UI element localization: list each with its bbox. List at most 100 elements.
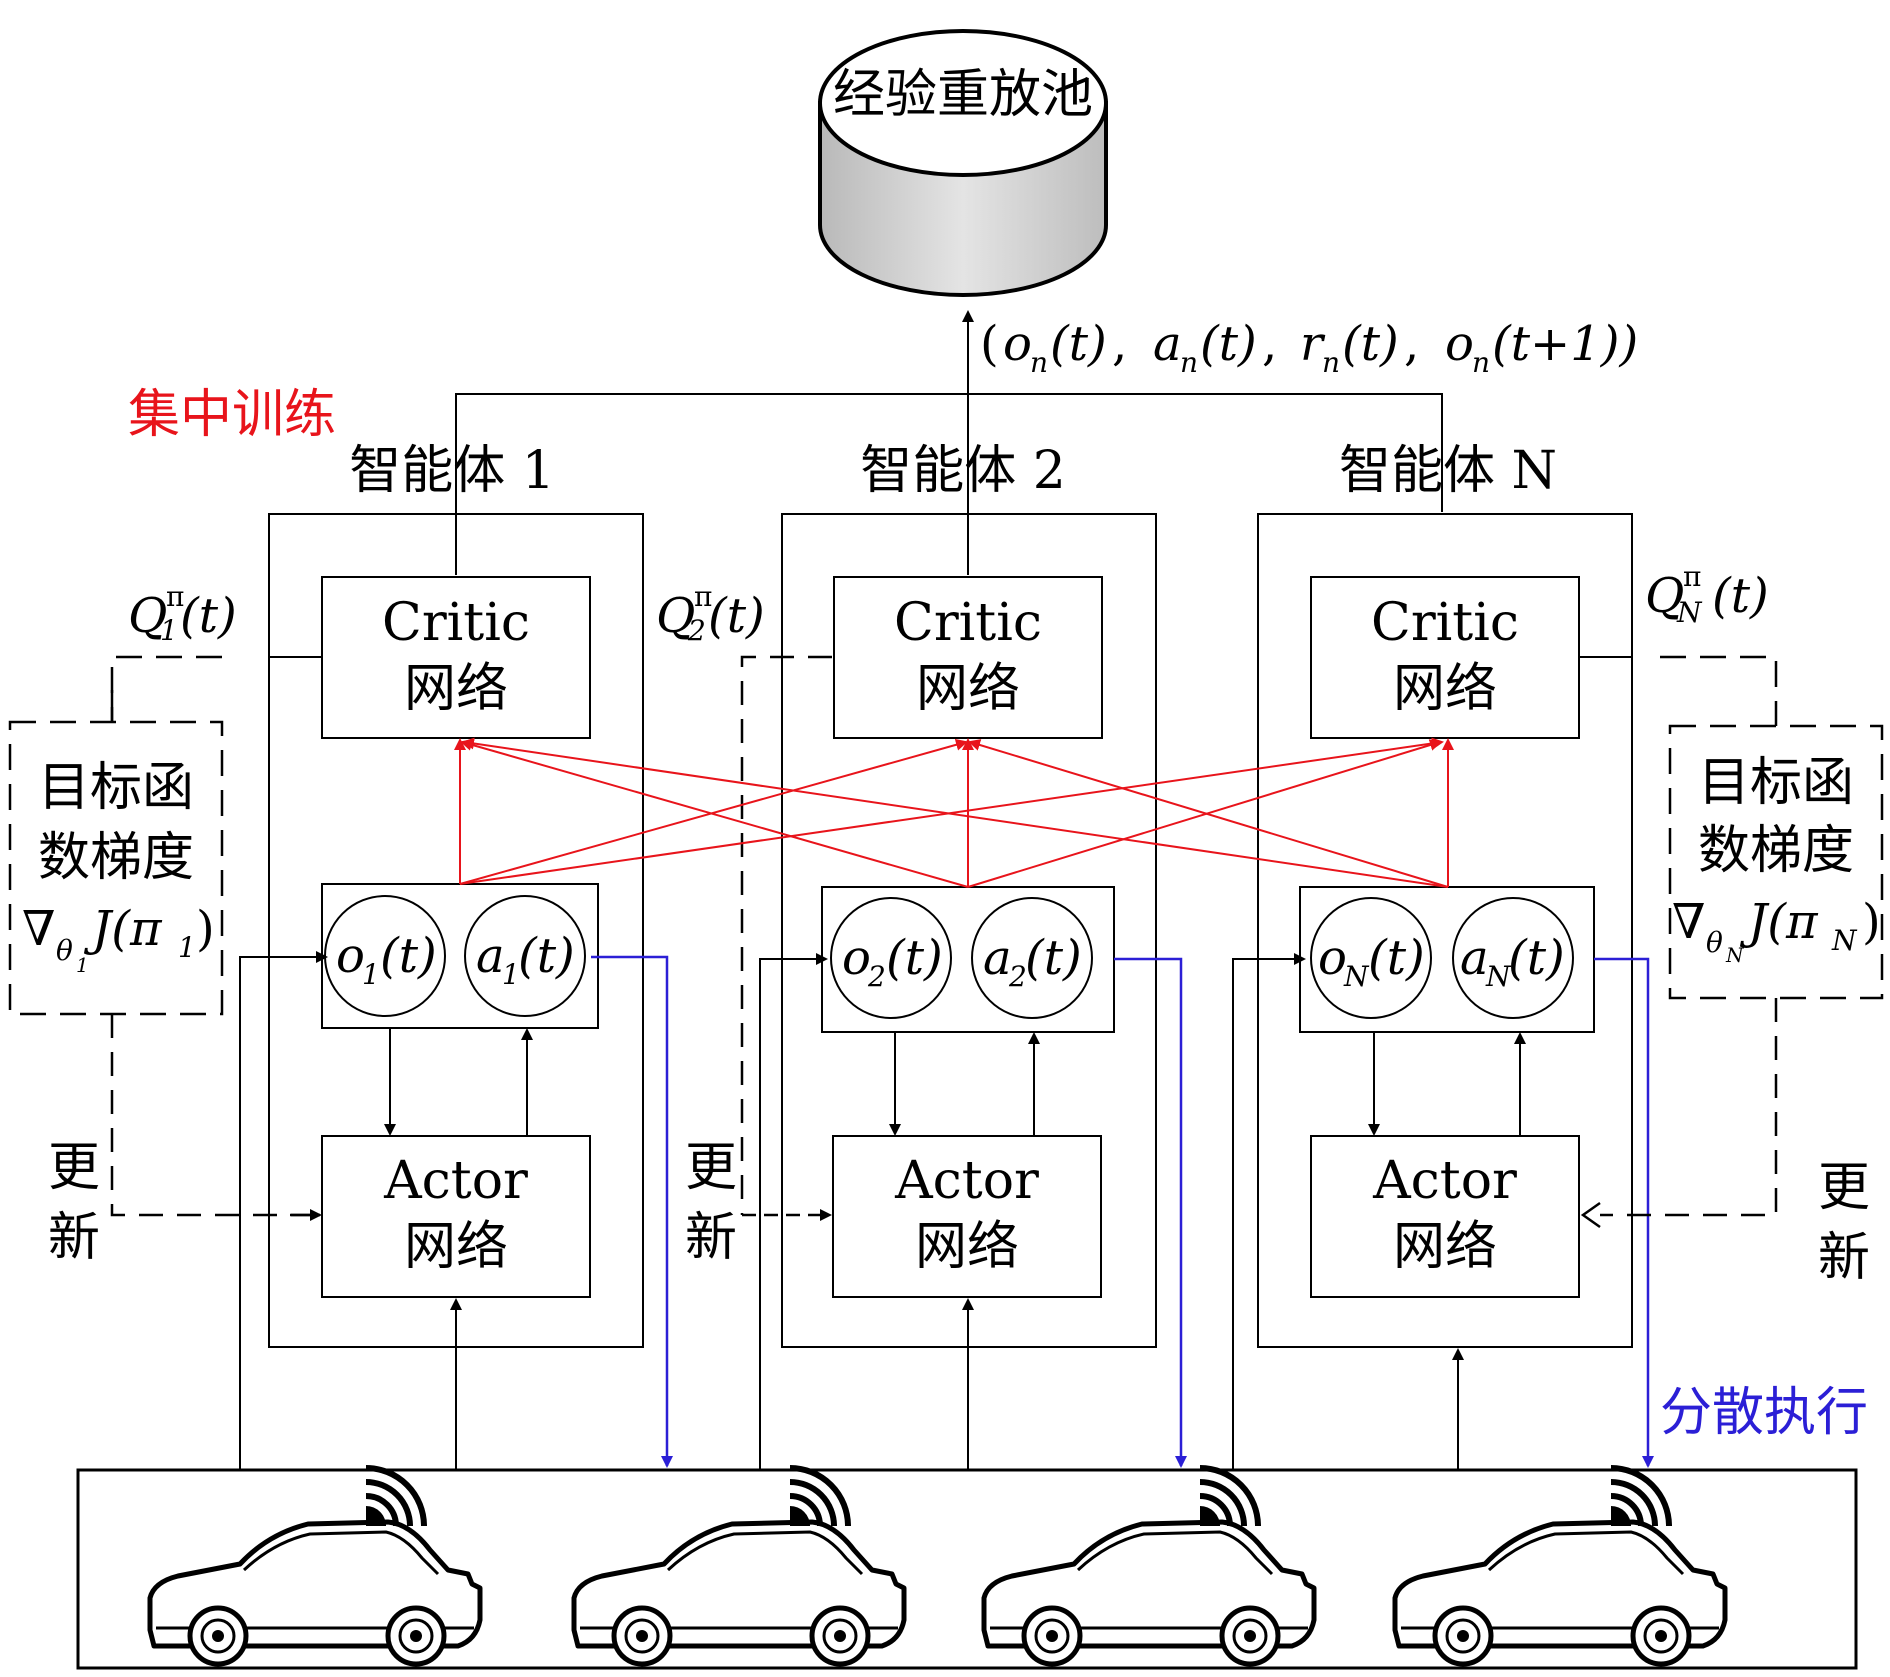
car-icon: [1392, 1465, 1728, 1667]
gradient-left-theta: θ: [56, 934, 73, 967]
agent-1-q-label: Q: [128, 588, 167, 644]
agent-n: 智能体 N Critic 网络 o N (t) a N (t) Actor 网络…: [1232, 441, 1769, 1470]
agent-2-q-sup: π: [694, 580, 712, 613]
wireless-signal-icon: [789, 1465, 851, 1527]
tuple-a-arg: (t): [1200, 316, 1257, 372]
replay-pool-label: 经验重放池: [833, 65, 1093, 125]
agent-2-critic-network: [833, 576, 1103, 739]
tuple-comma-2: ,: [1262, 316, 1277, 372]
gradient-right-line2: 数梯度: [1698, 821, 1854, 881]
gradient-left-theta-sub: 1: [76, 953, 89, 977]
agent-2-act-sub: 2: [1008, 960, 1027, 993]
agent-n-obs-symbol: o: [1318, 930, 1347, 986]
tuple-o-arg: (t): [1050, 316, 1107, 372]
agent-n-actor-label-2: 网络: [1393, 1217, 1497, 1277]
agent-n-title: 智能体 N: [1339, 441, 1557, 501]
agent-1-obs-sub: 1: [362, 958, 380, 991]
agent-2-action-node: [971, 897, 1093, 1019]
gradient-right-theta-sub: N: [1725, 943, 1745, 967]
car-icon: [147, 1465, 483, 1667]
gradient-right-theta: θ: [1706, 926, 1723, 959]
gradient-right-nabla: ∇: [1672, 894, 1706, 950]
experience-tuple: ( o n (t) , a n (t) , r n (t) , o n (t+1…: [980, 316, 1638, 379]
tuple-comma-3: ,: [1404, 316, 1419, 372]
agent-1-actor-label-2: 网络: [404, 1217, 508, 1277]
gradient-left-update-top: 更: [48, 1138, 100, 1198]
tuple-o2-sub: n: [1472, 346, 1490, 379]
agent-1-critic-label: Critic: [382, 593, 530, 653]
agent-2-observation-node: [830, 897, 952, 1019]
agent-n-q-sup: π: [1683, 560, 1701, 593]
agent-n-critic-label-2: 网络: [1393, 659, 1497, 719]
agent-1-act-arg: (t): [518, 928, 575, 984]
car-icon: [981, 1465, 1317, 1667]
agent-1-act-symbol: a: [476, 928, 505, 984]
agent-2-q-label: Q: [656, 588, 695, 644]
agent-2-actor-label: Actor: [894, 1151, 1039, 1211]
agent-2-update-label-top: 更: [685, 1138, 737, 1198]
agent-n-action-node: [1452, 897, 1574, 1019]
agent-1-title: 智能体 1: [349, 441, 555, 501]
agent-n-act-symbol: a: [1460, 930, 1489, 986]
agent-1: 智能体 1 Critic 网络 o 1 (t) a 1 (t) Actor 网络…: [128, 441, 673, 1470]
gradient-left-line2: 数梯度: [38, 828, 194, 888]
agent-1-q-arg: (t): [180, 588, 237, 644]
tuple-o2-arg: (t+1)): [1492, 316, 1638, 372]
critic-input-arrows: [454, 737, 1454, 888]
agent-2-obs-arg: (t): [886, 930, 943, 986]
agent-1-act-sub: 1: [502, 958, 520, 991]
agent-1-critic-network: [321, 576, 591, 739]
gradient-right-J: J(π: [1739, 894, 1819, 950]
gradient-right-pi-sub: N: [1831, 924, 1858, 957]
gradient-left-line1: 目标函: [38, 758, 194, 818]
agent-2-update-label-bottom: 新: [685, 1208, 737, 1268]
gradient-right-close: ): [1862, 894, 1881, 950]
agent-1-critic-label-2: 网络: [404, 659, 508, 719]
agent-n-frame: [1257, 513, 1633, 1348]
tuple-r-arg: (t): [1342, 316, 1399, 372]
agent-2-q-sub: 2: [687, 614, 706, 647]
tuple-comma-1: ,: [1112, 316, 1127, 372]
agent-2-critic-label-2: 网络: [916, 659, 1020, 719]
agent-n-q-label: Q: [1645, 568, 1684, 624]
tuple-a-sub: n: [1180, 346, 1198, 379]
tuple-o: o: [1003, 316, 1032, 372]
centralized-training-label: 集中训练: [128, 385, 336, 445]
agent-2-act-arg: (t): [1025, 930, 1082, 986]
agent-n-obs-sub: N: [1343, 960, 1370, 993]
agent-1-q-sup: π: [166, 580, 184, 613]
gradient-box-right: 目标函 数梯度 ∇ θ N J(π N ) 更 新: [1580, 655, 1884, 1288]
gradient-left-update-bottom: 新: [48, 1208, 100, 1268]
agent-2: 智能体 2 Critic 网络 o 2 (t) a 2 (t) Actor 网络…: [656, 441, 1187, 1470]
wireless-signal-icon: [1199, 1465, 1261, 1527]
tuple-open-paren: (: [980, 316, 999, 372]
agent-n-act-sub: N: [1485, 960, 1512, 993]
collection-lines: [455, 310, 1443, 575]
gradient-box-left: 目标函 数梯度 ∇ θ 1 J(π 1 ) 更 新: [8, 655, 322, 1268]
wireless-signal-icon: [1610, 1465, 1672, 1527]
agent-n-critic-label: Critic: [1371, 593, 1519, 653]
tuple-r: r: [1300, 316, 1326, 372]
gradient-left-nabla: ∇: [22, 901, 56, 957]
agent-n-act-arg: (t): [1508, 930, 1565, 986]
wireless-signal-icon: [365, 1465, 427, 1527]
tuple-a: a: [1153, 316, 1182, 372]
agent-2-obs-sub: 2: [867, 960, 886, 993]
agent-1-action-node: [464, 895, 586, 1017]
agent-1-actor-network: [321, 1135, 591, 1298]
agent-2-critic-label: Critic: [894, 593, 1042, 653]
gradient-right-line1: 目标函: [1698, 753, 1854, 813]
agent-n-critic-network: [1310, 576, 1580, 739]
agent-2-actor-label-2: 网络: [915, 1217, 1019, 1277]
agent-1-q-sub: 1: [160, 614, 178, 647]
agent-n-observation-node: [1310, 897, 1432, 1019]
agent-1-actor-label: Actor: [383, 1151, 528, 1211]
agent-n-q-arg: (t): [1712, 568, 1769, 624]
agent-n-actor-network: [1310, 1135, 1580, 1298]
agent-1-obs-symbol: o: [336, 928, 365, 984]
agent-2-obs-symbol: o: [842, 930, 871, 986]
agent-n-actor-label: Actor: [1372, 1151, 1517, 1211]
gradient-left-pi-sub: 1: [178, 931, 196, 964]
